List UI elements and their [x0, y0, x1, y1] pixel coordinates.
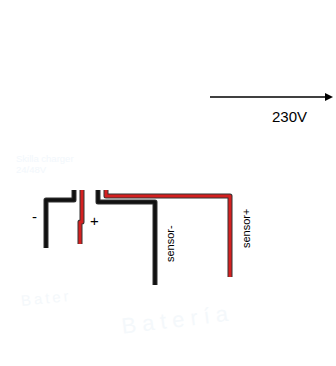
vent-slot — [14, 36, 24, 38]
battery-terminal — [223, 273, 237, 285]
charger-foot — [16, 184, 36, 190]
free-label-box: 230V — [272, 108, 307, 126]
indicator-led — [102, 136, 105, 139]
indicator-led — [90, 112, 93, 115]
indicator-led — [90, 136, 93, 139]
charger-side — [186, 2, 208, 184]
indicator-led — [102, 124, 105, 127]
indicator-led — [90, 118, 93, 121]
indicator-led — [96, 106, 99, 109]
cable-label-box: sensor- — [160, 225, 178, 262]
cable-label: - — [32, 209, 37, 226]
vent-slot — [14, 31, 24, 33]
cable — [106, 190, 230, 277]
indicator-led — [102, 118, 105, 121]
node-label: Bater — [20, 283, 111, 310]
indicator-led — [96, 130, 99, 133]
vent-slot — [14, 26, 24, 28]
indicator-led — [96, 112, 99, 115]
mains-line — [210, 96, 328, 98]
battery-front — [104, 274, 320, 364]
battery-terminal — [73, 240, 87, 252]
battery-top — [4, 234, 174, 262]
battery-terminal — [148, 281, 162, 293]
vent-slot — [14, 21, 24, 23]
indicator-led — [96, 118, 99, 121]
node-label: Skilla charger 24/48V — [16, 154, 92, 176]
cable — [98, 190, 155, 285]
battery: Batería — [84, 258, 320, 366]
switch — [118, 110, 122, 121]
indicator-led — [90, 106, 93, 109]
charger-top — [10, 2, 208, 14]
cable — [80, 190, 82, 244]
indicator-led — [96, 136, 99, 139]
voltage-label: 230V — [272, 108, 307, 125]
cable-label-box: - — [32, 208, 37, 226]
cable-label: sensor- — [164, 225, 176, 262]
indicator-led — [102, 130, 105, 133]
battery-side — [84, 292, 104, 364]
cable-label: + — [90, 213, 99, 230]
indicator-led — [90, 124, 93, 127]
cable-label-box: + — [90, 212, 99, 230]
charger-front — [10, 14, 186, 184]
cable-label-box: sensor+ — [236, 209, 254, 248]
battery-top — [84, 264, 320, 308]
battery-side — [4, 252, 14, 336]
battery-terminal — [39, 244, 53, 256]
indicator-led — [102, 112, 105, 115]
indicator-led — [96, 124, 99, 127]
indicator-led — [90, 130, 93, 133]
node-label: Batería — [120, 292, 302, 339]
mains-arrowhead — [325, 93, 333, 101]
charger-box: Skilla charger 24/48V — [10, 0, 210, 190]
cable-label: sensor+ — [240, 209, 252, 248]
charger-foot — [160, 184, 180, 190]
indicator-led — [102, 106, 105, 109]
cable — [46, 190, 74, 248]
